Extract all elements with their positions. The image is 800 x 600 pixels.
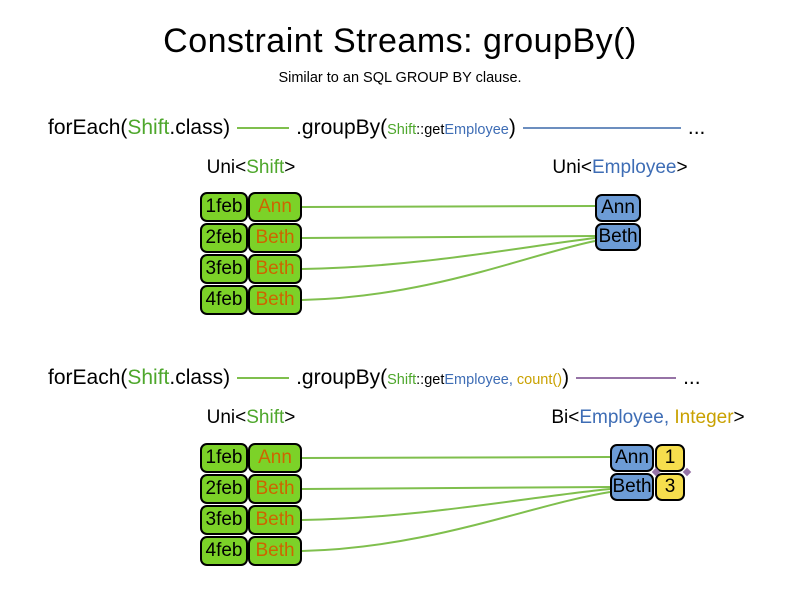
table-row: 3feb Beth bbox=[200, 505, 302, 535]
shift-employee-cell: Ann bbox=[248, 192, 302, 222]
shift-table-1: 1feb Ann 2feb Beth 3feb Beth 4feb Beth bbox=[200, 192, 302, 316]
shift-date-cell: 3feb bbox=[200, 254, 248, 284]
shift-employee-cell: Beth bbox=[248, 254, 302, 284]
arg-class-shift: Shift bbox=[387, 122, 417, 138]
uni-shift-label-1: Uni<Shift> bbox=[206, 157, 296, 178]
shift-employee-cell: Beth bbox=[248, 223, 302, 253]
groupby-open: .groupBy( bbox=[296, 366, 388, 389]
table-row: 1feb Ann bbox=[200, 443, 302, 473]
page-title: Constraint Streams: groupBy() bbox=[163, 22, 637, 60]
table-row: 3feb Beth bbox=[200, 254, 302, 284]
map-line-2feb-beth-2 bbox=[301, 486, 611, 490]
shift-employee-cell: Beth bbox=[248, 285, 302, 315]
foreach-close: .class) bbox=[169, 366, 231, 389]
code-line-2: forEach(Shift.class) .groupBy(Shift::get… bbox=[48, 366, 701, 390]
count-cell: 3 bbox=[655, 473, 685, 501]
shift-employee-cell: Ann bbox=[248, 443, 302, 473]
arg-prop-employee: Employee bbox=[444, 372, 509, 388]
shift-date-cell: 4feb bbox=[200, 536, 248, 566]
group-row: Ann 1 bbox=[610, 444, 685, 472]
green-connector-line bbox=[237, 127, 290, 129]
count-cell: 1 bbox=[655, 444, 685, 472]
shift-employee-cell: Beth bbox=[248, 536, 302, 566]
employee-cell: Beth bbox=[595, 223, 641, 251]
foreach-open: forEach( bbox=[48, 116, 128, 139]
arg-class-shift: Shift bbox=[387, 372, 417, 388]
map-line-1feb-ann-2 bbox=[301, 456, 611, 459]
arg-prop-employee: Employee bbox=[444, 122, 509, 138]
foreach-close: .class) bbox=[169, 116, 231, 139]
map-line-2feb-beth bbox=[301, 235, 596, 239]
shift-table-2: 1feb Ann 2feb Beth 3feb Beth 4feb Beth bbox=[200, 443, 302, 567]
arg-separator: , bbox=[508, 372, 517, 388]
groupby-close: ) bbox=[562, 366, 570, 389]
arg-getter: ::get bbox=[416, 122, 445, 138]
page-subtitle: Similar to an SQL GROUP BY clause. bbox=[278, 70, 522, 86]
table-row: 1feb Ann bbox=[200, 192, 302, 222]
map-line-3feb-beth-2 bbox=[301, 488, 611, 521]
purple-connector-line bbox=[576, 377, 677, 379]
blue-connector-line bbox=[522, 127, 681, 129]
shift-date-cell: 4feb bbox=[200, 285, 248, 315]
group-row: Beth bbox=[595, 223, 641, 251]
employee-cell: Ann bbox=[610, 444, 654, 472]
map-line-3feb-beth bbox=[301, 237, 596, 270]
arg-getter: ::get bbox=[416, 372, 445, 388]
table-row: 4feb Beth bbox=[200, 536, 302, 566]
employee-cell: Ann bbox=[595, 194, 641, 222]
foreach-class-shift: Shift bbox=[127, 366, 170, 389]
shift-employee-cell: Beth bbox=[248, 474, 302, 504]
uni-employee-label: Uni<Employee> bbox=[552, 157, 688, 178]
shift-date-cell: 2feb bbox=[200, 474, 248, 504]
ellipsis: ... bbox=[687, 116, 706, 139]
bi-employee-integer-label: Bi<Employee, Integer> bbox=[551, 407, 745, 428]
uni-shift-label-2: Uni<Shift> bbox=[206, 407, 296, 428]
shift-date-cell: 1feb bbox=[200, 192, 248, 222]
shift-employee-cell: Beth bbox=[248, 505, 302, 535]
employee-group-stack-1: Ann Beth bbox=[595, 194, 641, 252]
group-row: Beth 3 bbox=[610, 473, 685, 501]
foreach-open: forEach( bbox=[48, 366, 128, 389]
ellipsis: ... bbox=[683, 366, 701, 389]
employee-cell: Beth bbox=[610, 473, 654, 501]
employee-group-stack-2: Ann 1 Beth 3 bbox=[610, 444, 685, 502]
table-row: 4feb Beth bbox=[200, 285, 302, 315]
groupby-close: ) bbox=[508, 116, 516, 139]
code-line-1: forEach(Shift.class) .groupBy(Shift::get… bbox=[48, 116, 705, 140]
map-line-4feb-beth bbox=[301, 240, 596, 301]
map-line-4feb-beth-2 bbox=[301, 491, 611, 552]
group-row: Ann bbox=[595, 194, 641, 222]
green-connector-line bbox=[237, 377, 290, 379]
groupby-open: .groupBy( bbox=[296, 116, 388, 139]
arg-count: count() bbox=[516, 372, 563, 388]
table-row: 2feb Beth bbox=[200, 474, 302, 504]
foreach-class-shift: Shift bbox=[127, 116, 170, 139]
shift-date-cell: 2feb bbox=[200, 223, 248, 253]
map-line-1feb-ann bbox=[301, 205, 596, 208]
table-row: 2feb Beth bbox=[200, 223, 302, 253]
shift-date-cell: 3feb bbox=[200, 505, 248, 535]
shift-date-cell: 1feb bbox=[200, 443, 248, 473]
